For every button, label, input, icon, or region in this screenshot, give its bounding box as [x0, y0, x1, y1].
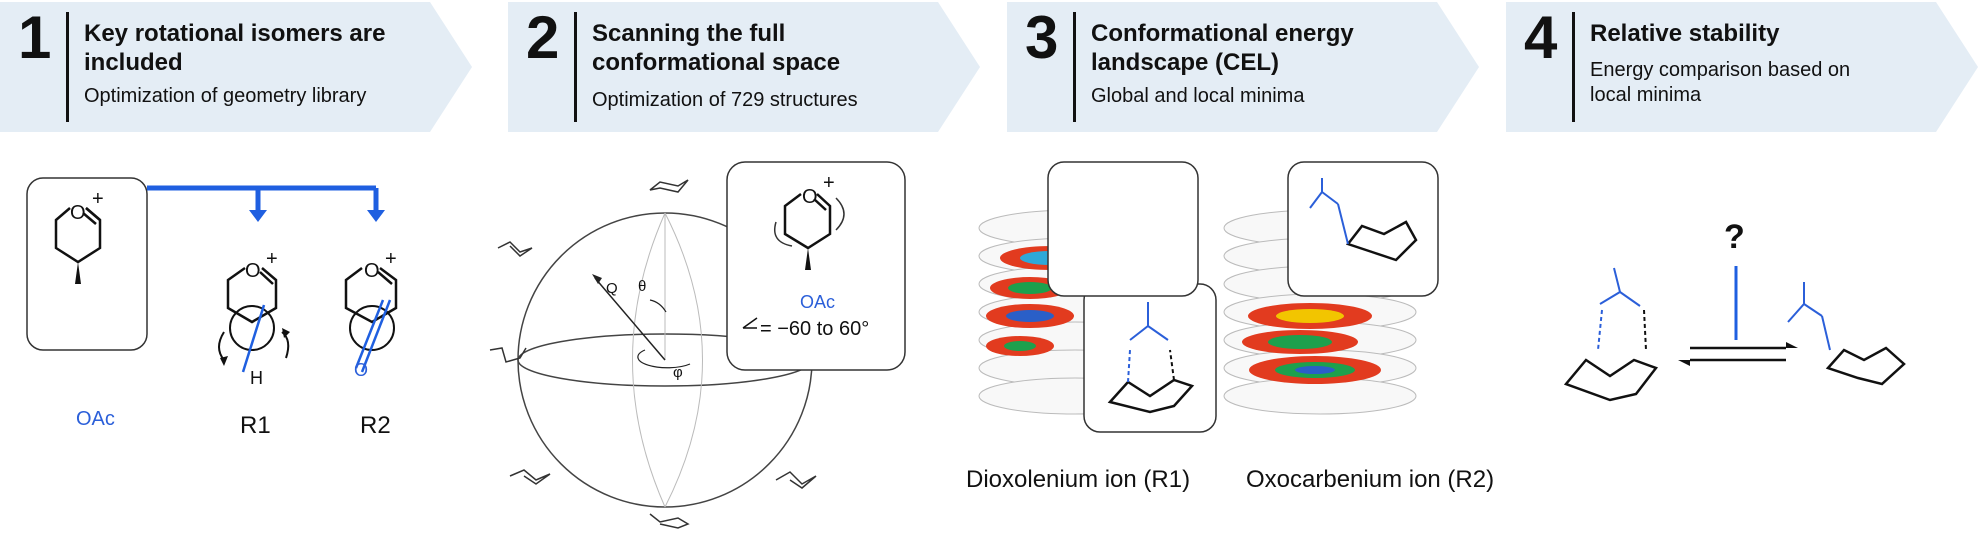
cel-label-r2: Oxocarbenium ion (R2) [1246, 466, 1495, 493]
r1-hydrogen: H [250, 368, 263, 388]
step-2-arrow-shape [508, 2, 980, 132]
step-4-number: 4 [1524, 4, 1558, 71]
panel-2-sphere: Q θ φ O + OAc = −60 to 60° [480, 150, 940, 530]
step-2-divider [574, 12, 577, 122]
r1-ring-oxygen: O [245, 260, 261, 282]
parent-plus: + [92, 188, 104, 210]
step-4-arrow-shape [1506, 2, 1978, 132]
step-2-title: Scanning the full conformational space [592, 20, 841, 76]
step-1-subtitle: Optimization of geometry library [84, 85, 367, 107]
r1-plus: + [266, 248, 278, 270]
step-3-title: Conformational energy landscape (CEL) [1091, 20, 1354, 76]
step-1-arrow-shape [0, 2, 472, 132]
sphere-phi-label: φ [673, 364, 683, 381]
panel-4-stability: ? [1540, 200, 1980, 430]
parent-ring-oxygen: O [70, 202, 86, 224]
step-4-subtitle: Energy comparison based on local minima [1590, 59, 1851, 106]
panel-4-drawing [1563, 266, 1906, 402]
step-3-subtitle: Global and local minima [1091, 85, 1305, 107]
inset-plus: + [823, 172, 835, 194]
parent-substituent: OAc [76, 408, 115, 430]
sphere-q-label: Q [606, 280, 618, 297]
step-1-divider [66, 12, 69, 122]
inset-substituent: OAc [800, 292, 836, 312]
sphere-theta-label: θ [638, 278, 647, 295]
r2-oxygen: O [354, 360, 369, 380]
panel-2-drawing [489, 161, 906, 529]
dihedral-range: = −60 to 60° [760, 318, 870, 340]
stability-question-mark: ? [1724, 218, 1745, 256]
panel-3-drawing [978, 161, 1439, 433]
step-2-header: 2 Scanning the full conformational space… [508, 2, 983, 132]
inset-ring-oxygen: O [802, 186, 818, 208]
step-1-title: Key rotational isomers are included [84, 20, 386, 76]
step-2-number: 2 [526, 4, 560, 71]
step-4-divider [1572, 12, 1575, 122]
r2-ring-oxygen: O [364, 260, 380, 282]
r2-label: R2 [360, 412, 391, 439]
cel-label-r1: Dioxolenium ion (R1) [966, 466, 1191, 493]
step-3-divider [1073, 12, 1076, 122]
step-1-header: 1 Key rotational isomers are included Op… [0, 2, 475, 132]
step-3-header: 3 Conformational energy landscape (CEL) … [1007, 2, 1482, 132]
step-1-number: 1 [18, 4, 52, 71]
step-3-arrow-shape [1007, 2, 1479, 132]
step-2-subtitle: Optimization of 729 structures [592, 89, 858, 111]
panel-1-drawing [26, 177, 398, 373]
step-4-title: Relative stability [1590, 20, 1780, 47]
step-4-header: 4 Relative stability Energy comparison b… [1506, 2, 1982, 132]
r1-label: R1 [240, 412, 271, 439]
panel-3-energy-landscapes: Dioxolenium ion (R1) Oxocarbenium ion (R… [960, 160, 1520, 530]
r2-plus: + [385, 248, 397, 270]
step-3-number: 3 [1025, 4, 1059, 71]
panel-1-rotamers: O + OAc O + H O + O R1 R2 [0, 160, 470, 460]
